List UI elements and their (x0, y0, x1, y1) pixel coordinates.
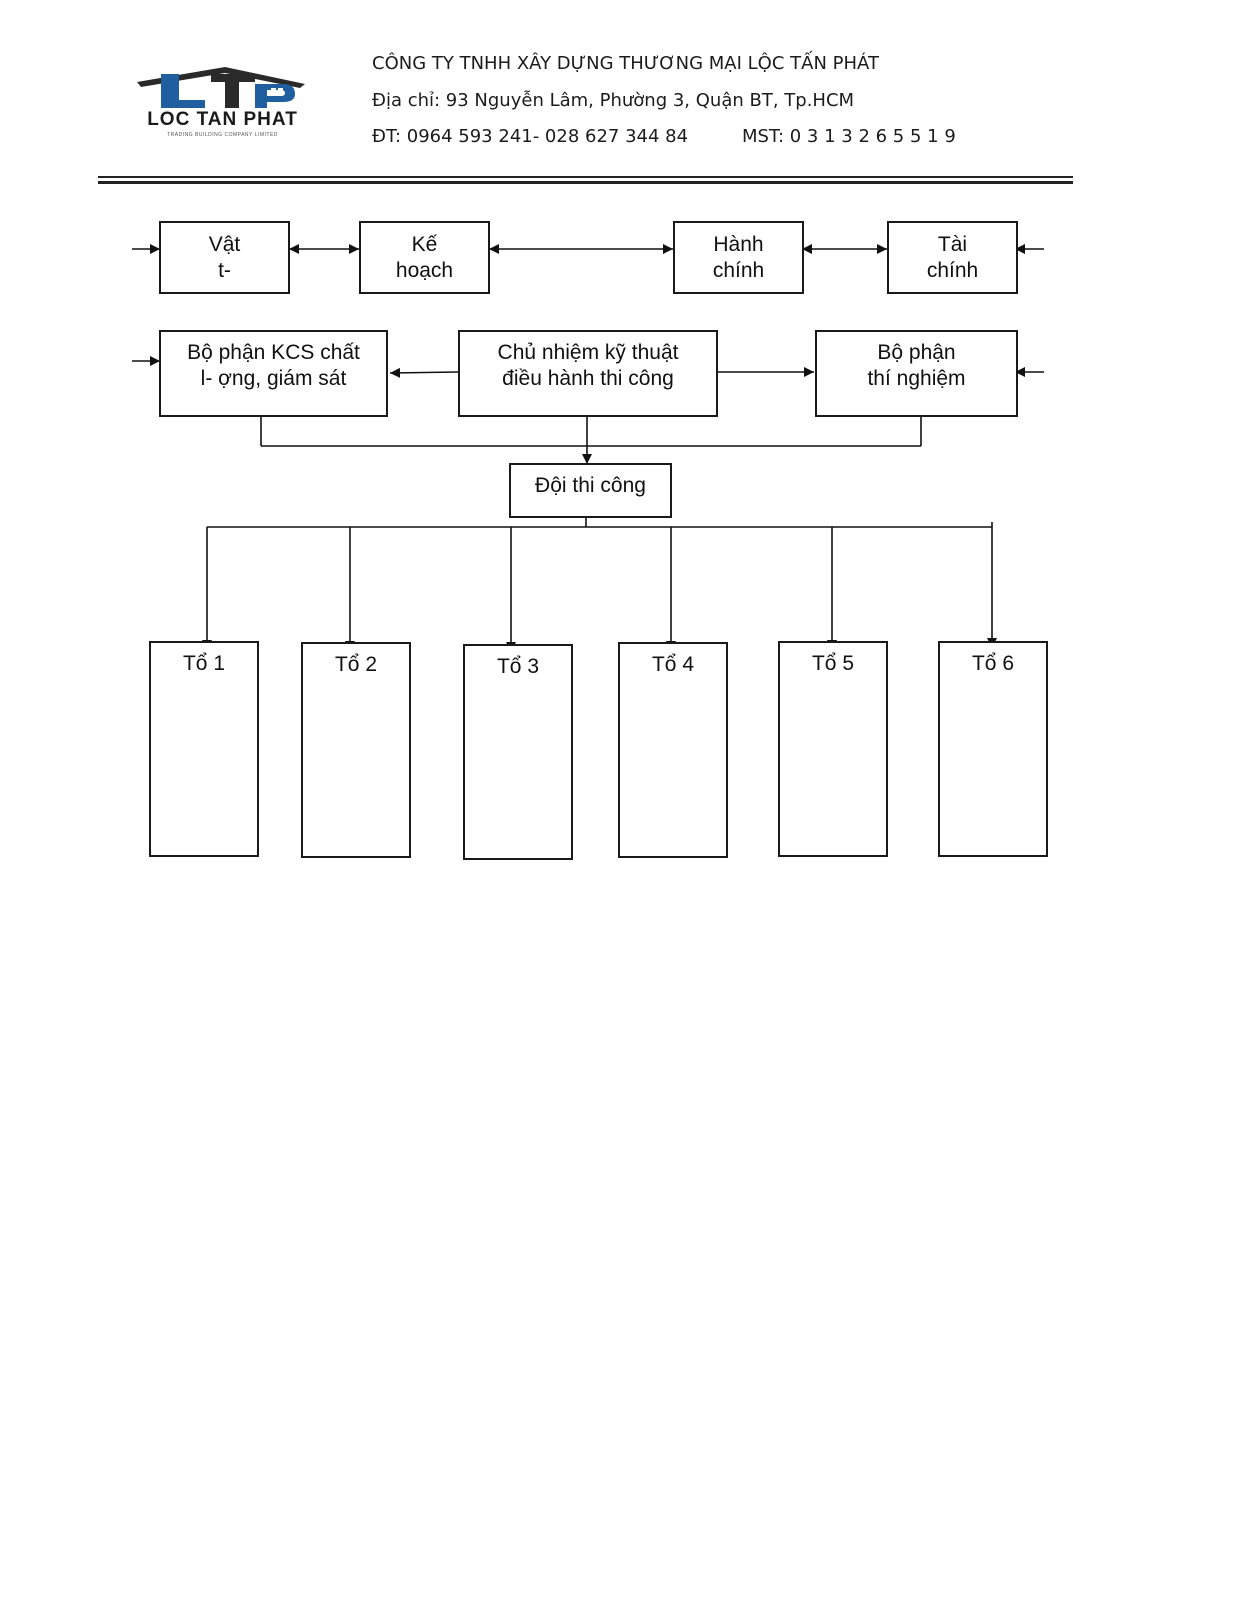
box-kcs: Bộ phận KCS chất l- ợng, giám sát (159, 330, 388, 417)
box-label-line1: Bộ phận KCS chất (187, 341, 360, 364)
box-label: Tổ 6 (971, 652, 1015, 675)
company-address: Địa chỉ: 93 Nguyễn Lâm, Phường 3, Quận B… (372, 90, 855, 111)
logo-subtext: TRADING BUILDING COMPANY LIMITED (167, 132, 278, 138)
box-chu-nhiem: Chủ nhiệm kỹ thuật điều hành thi công (458, 330, 718, 417)
box-label: Tổ 3 (496, 655, 540, 678)
box-label-line1: Chủ nhiệm kỹ thuật (497, 341, 679, 364)
box-label: Tổ 5 (811, 652, 855, 675)
company-logo: LOC TAN PHAT TRADING BUILDING COMPANY LI… (105, 62, 340, 142)
box-label: Tổ 1 (182, 652, 226, 675)
box-label-line2: l- ợng, giám sát (200, 367, 347, 390)
box-label-line2: thí nghiệm (867, 367, 966, 390)
logo-house-icon (137, 67, 305, 108)
arrow-chunhiem-kcs (389, 367, 459, 378)
box-label: Tổ 2 (334, 653, 378, 676)
box-to-1: Tổ 1 (149, 641, 259, 857)
box-to-3: Tổ 3 (463, 644, 573, 860)
box-to-2: Tổ 2 (301, 642, 411, 858)
box-label-line2: hoạch (395, 258, 454, 282)
box-label-line1: Vật (208, 232, 241, 256)
box-label: Tổ 4 (651, 653, 695, 676)
box-to-5: Tổ 5 (778, 641, 888, 857)
box-label-line1: Kế (411, 232, 438, 256)
box-label-line2: chính (926, 258, 979, 282)
box-label-line2: chính (712, 258, 765, 282)
box-label: Đội thi công (535, 474, 646, 497)
box-label-line1: Tài (937, 232, 968, 256)
box-to-6: Tổ 6 (938, 641, 1048, 857)
box-ke-hoach: Kế hoạch (359, 221, 490, 294)
box-thi-nghiem: Bộ phận thí nghiệm (815, 330, 1018, 417)
box-label-line2: điều hành thi công (502, 367, 674, 390)
box-label-line1: Bộ phận (877, 341, 956, 364)
box-hanh-chinh: Hành chính (673, 221, 804, 294)
header-rule-thin (98, 176, 1073, 178)
box-to-4: Tổ 4 (618, 642, 728, 858)
logo-text: LOC TAN PHAT (147, 109, 298, 130)
box-label-line2: t- (218, 258, 231, 282)
box-doi-thi-cong: Đội thi công (509, 463, 672, 518)
company-name: CÔNG TY TNHH XÂY DỰNG THƯƠNG MẠI LỘC TẤN… (372, 53, 879, 74)
box-tai-chinh: Tài chính (887, 221, 1018, 294)
company-phone: ĐT: 0964 593 241- 028 627 344 84 (372, 126, 689, 147)
box-label-line1: Hành (713, 232, 764, 256)
header-rule-thick (98, 181, 1073, 184)
company-tax-id: MST: 0 3 1 3 2 6 5 5 1 9 (742, 126, 956, 147)
box-vat-tu: Vật t- (159, 221, 290, 294)
